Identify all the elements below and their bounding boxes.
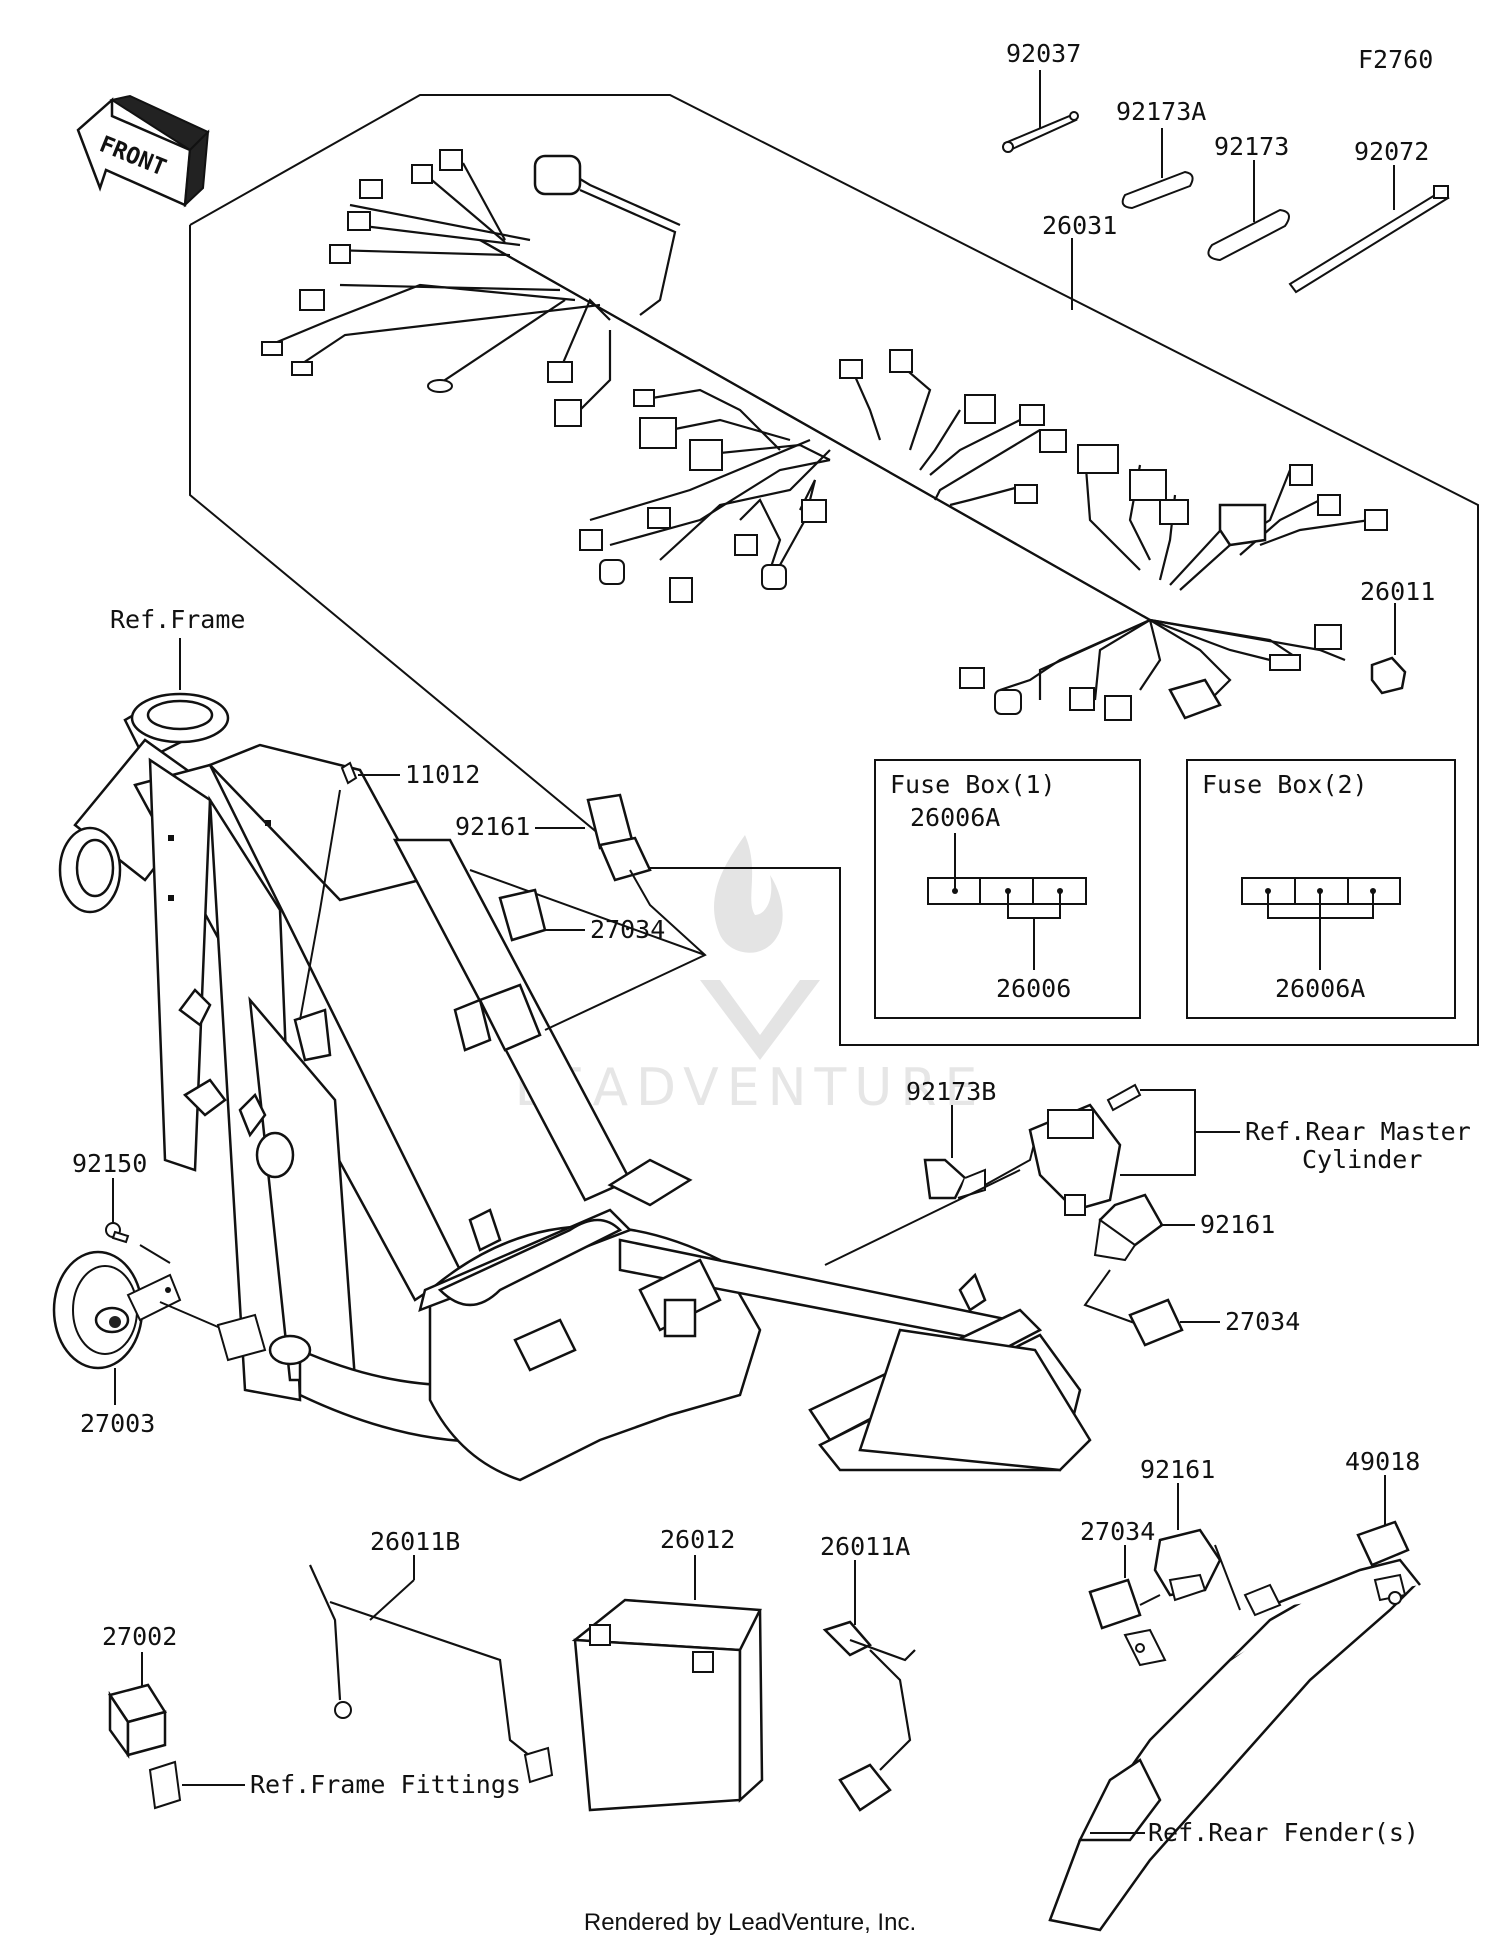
main-wiring-harness — [261, 149, 1388, 721]
part-92173A-clamp — [1121, 128, 1194, 210]
fuse-box-1-top-label: 26006A — [910, 803, 1000, 832]
footer-credit: Rendered by LeadVenture, Inc. — [584, 1909, 916, 1936]
figure-code: F2760 — [1358, 45, 1433, 74]
callout-92161-top: 92161 — [455, 812, 530, 841]
callout-26031: 26031 — [1042, 211, 1117, 240]
callout-92173B: 92173B — [906, 1077, 996, 1106]
callout-26011B: 26011B — [370, 1527, 460, 1556]
part-27034-low — [1088, 1545, 1161, 1630]
ref-frame-label: Ref.Frame — [110, 605, 245, 634]
callout-27002: 27002 — [102, 1622, 177, 1651]
ref-rear-master-label-1: Ref.Rear Master — [1245, 1117, 1471, 1146]
callout-49018: 49018 — [1345, 1447, 1420, 1476]
part-92072-cable-tie — [1288, 165, 1450, 294]
callout-92037: 92037 — [1006, 39, 1081, 68]
part-27003-horn — [52, 1250, 226, 1405]
part-26012-battery — [571, 1555, 764, 1812]
part-92173-clamp — [1207, 160, 1290, 262]
rear-fender — [1048, 1558, 1421, 1932]
callout-26012: 26012 — [660, 1525, 735, 1554]
callout-26011A: 26011A — [820, 1532, 910, 1561]
leadventure-watermark: LEADVENTURE — [515, 835, 977, 1118]
harness-enclosure — [189, 94, 1479, 1046]
part-26011B-battery-cable — [308, 1555, 554, 1784]
callout-92072: 92072 — [1354, 137, 1429, 166]
part-27002-relay — [107, 1652, 245, 1810]
ref-rear-master-label-2: Cylinder — [1302, 1145, 1422, 1174]
horn-mount-bracket — [216, 1313, 267, 1362]
callout-26011: 26011 — [1360, 577, 1435, 606]
ref-frame-fittings-label: Ref.Frame Fittings — [250, 1770, 521, 1799]
callout-92173A: 92173A — [1116, 97, 1206, 126]
part-92173B-clamp — [824, 1105, 1036, 1266]
part-92037-clamp — [1002, 70, 1079, 153]
callout-27034-low: 27034 — [1080, 1517, 1155, 1546]
part-26011-relay — [1370, 603, 1407, 695]
part-49018-cap — [1356, 1475, 1410, 1567]
callout-27003: 27003 — [80, 1409, 155, 1438]
part-26011A-starter-cable — [822, 1560, 916, 1812]
rear-master-cylinder — [1028, 1083, 1240, 1216]
fuse-box-2-bottom-label: 26006A — [1275, 974, 1365, 1003]
part-27034-top — [498, 888, 585, 942]
front-arrow-icon: FRONT — [76, 94, 210, 208]
fuse-box-2-title: Fuse Box(2) — [1202, 770, 1368, 799]
part-92150-bolt — [105, 1178, 171, 1264]
callout-11012: 11012 — [405, 760, 480, 789]
ref-rear-fender-label: Ref.Rear Fender(s) — [1148, 1818, 1419, 1847]
callout-92173: 92173 — [1214, 132, 1289, 161]
part-11012-cap — [299, 761, 400, 1021]
fuse-box-2-panel: Fuse Box(2) 26006A — [1186, 759, 1456, 1019]
callout-92161-mid: 92161 — [1200, 1210, 1275, 1239]
callout-92150: 92150 — [72, 1149, 147, 1178]
fuse-box-1-title: Fuse Box(1) — [890, 770, 1056, 799]
callout-27034-top: 27034 — [590, 915, 665, 944]
callout-27034-mid: 27034 — [1225, 1307, 1300, 1336]
part-92161-relay-mid — [1083, 1193, 1195, 1326]
motorcycle-frame — [58, 692, 1092, 1482]
fuse-box-1-panel: Fuse Box(1) 26006A 26006 — [874, 759, 1141, 1019]
fuse-box-1-bottom-label: 26006 — [996, 974, 1071, 1003]
callout-92161-low: 92161 — [1140, 1455, 1215, 1484]
part-92161-relay-low — [1153, 1483, 1241, 1611]
part-92161-relay-top — [469, 793, 707, 1031]
part-27034-mid — [1128, 1298, 1220, 1347]
